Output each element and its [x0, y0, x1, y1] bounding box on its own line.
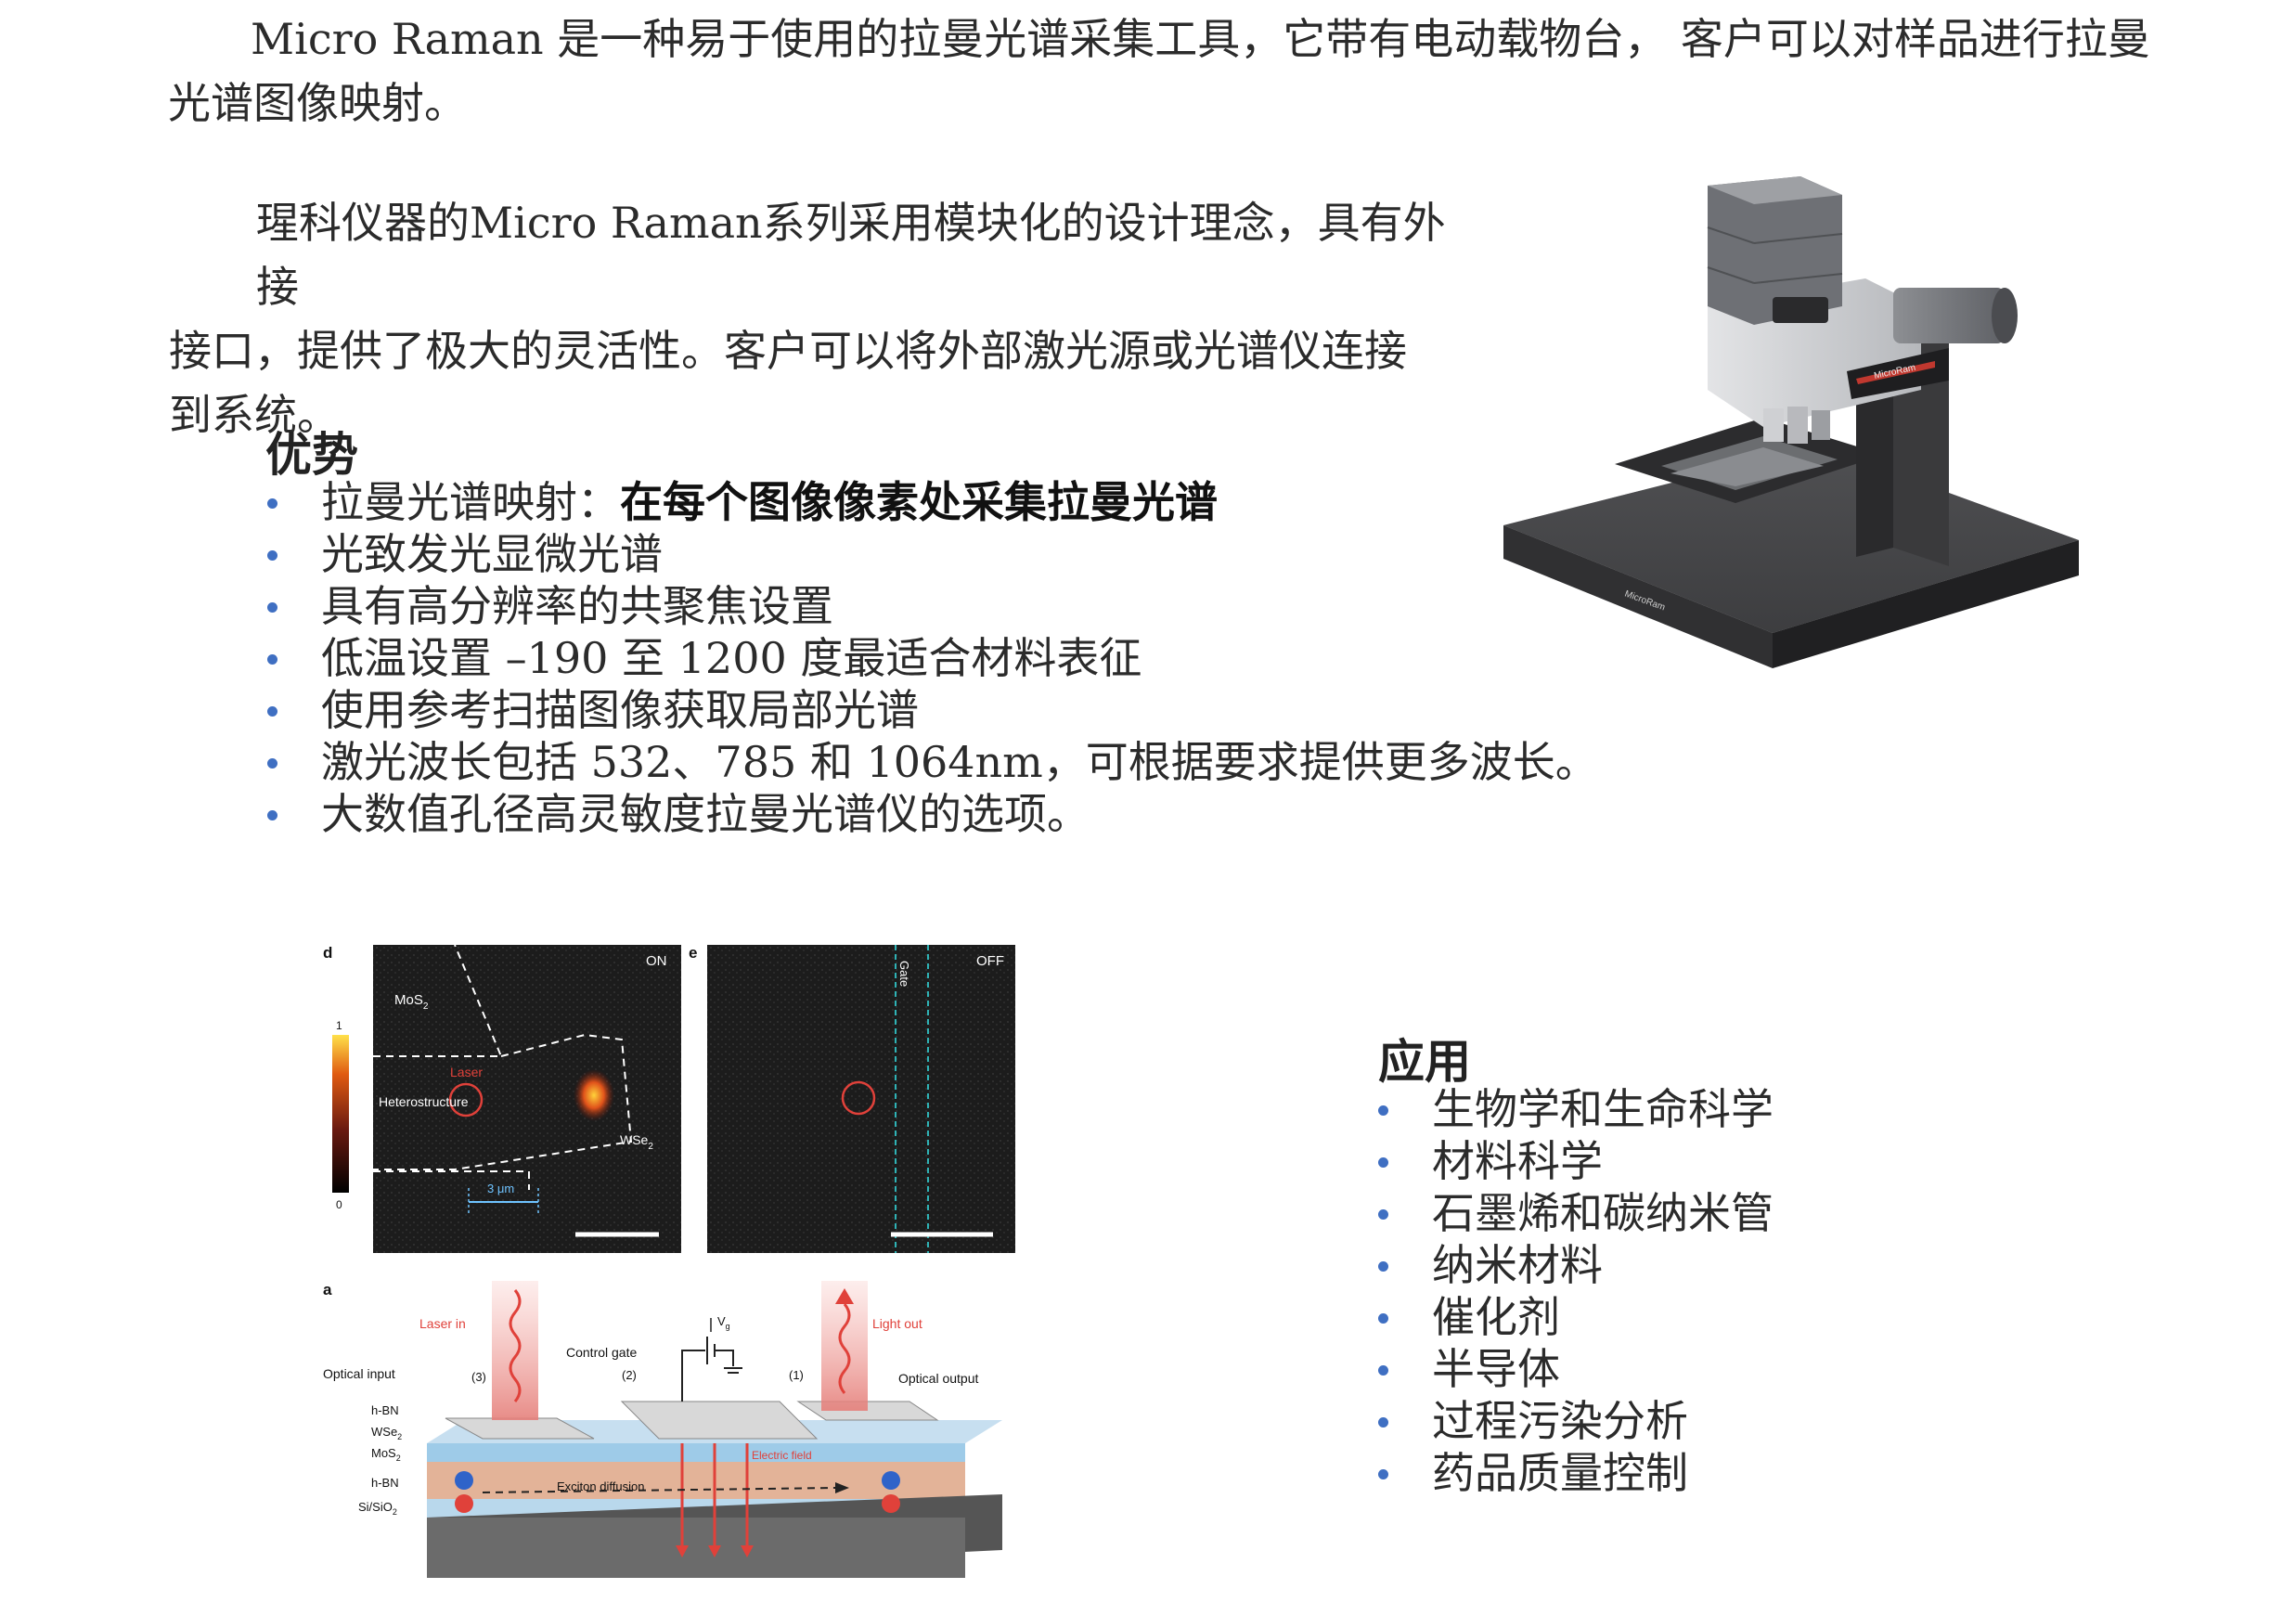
svg-text:h-BN: h-BN [371, 1476, 399, 1490]
advantage-item: 低温设置 –190 至 1200 度最适合材料表征 [267, 632, 1598, 684]
svg-text:ON: ON [646, 953, 667, 969]
svg-text:Electric field: Electric field [752, 1449, 812, 1462]
bullet-icon [1378, 1261, 1388, 1272]
svg-text:Laser in: Laser in [419, 1316, 466, 1331]
panel-e-label: e [689, 944, 697, 962]
advantage-item: 拉曼光谱映射：在每个图像像素处采集拉曼光谱 [267, 476, 1598, 528]
svg-text:Optical output: Optical output [898, 1371, 978, 1386]
applications-heading: 应用 [1378, 1034, 1471, 1089]
modular-line-1: 瑆科仪器的Micro Raman系列采用模块化的设计理念，具有外接 [256, 198, 1446, 312]
modular-paragraph: 瑆科仪器的Micro Raman系列采用模块化的设计理念，具有外接 接口，提供了… [169, 191, 1450, 447]
bullet-icon [267, 498, 277, 509]
advantages-list: 拉曼光谱映射：在每个图像像素处采集拉曼光谱 光致发光显微光谱 具有高分辨率的共聚… [267, 476, 1598, 840]
application-item: 材料科学 [1378, 1135, 1774, 1187]
intro-line-2: 光谱图像映射。 [168, 78, 467, 128]
bullet-icon [267, 706, 277, 717]
laser-spot-marker [448, 1082, 484, 1118]
bullet-icon [1378, 1105, 1388, 1116]
application-item: 石墨烯和碳纳米管 [1378, 1187, 1774, 1239]
intro-line-1: Micro Raman 是一种易于使用的拉曼光谱采集工具，它带有电动载物台， 客… [251, 14, 2150, 64]
svg-text:WSe2: WSe2 [371, 1425, 402, 1441]
svg-text:Optical input: Optical input [323, 1366, 395, 1381]
bullet-icon [267, 810, 277, 820]
bullet-icon [267, 758, 277, 769]
bullet-icon [1378, 1157, 1388, 1168]
applications-list: 生物学和生命科学 材料科学 石墨烯和碳纳米管 纳米材料 催化剂 半导体 过程污染… [1378, 1083, 1774, 1499]
svg-text:OFF: OFF [976, 953, 1004, 969]
micro-raman-product-image: MicroRam MicroRam [1503, 176, 2079, 668]
svg-text:Exciton diffusion: Exciton diffusion [557, 1479, 644, 1493]
advantage-item: 光致发光显微光谱 [267, 528, 1598, 580]
bullet-icon [267, 550, 277, 561]
svg-text:Control gate: Control gate [566, 1345, 637, 1360]
svg-text:Light out: Light out [872, 1316, 922, 1331]
advantage-item: 具有高分辨率的共聚焦设置 [267, 580, 1598, 632]
intro-paragraph: Micro Raman 是一种易于使用的拉曼光谱采集工具，它带有电动载物台， 客… [168, 7, 2173, 136]
panel-e-image [707, 945, 1015, 1253]
svg-text:(1): (1) [789, 1368, 804, 1382]
svg-text:Vg: Vg [717, 1314, 730, 1331]
colorbar [332, 1035, 349, 1193]
advantage-item: 激光波长包括 532、785 和 1064nm，可根据要求提供更多波长。 [267, 736, 1598, 788]
application-item: 催化剂 [1378, 1291, 1774, 1343]
panel-d-label: d [323, 944, 332, 962]
panel-a-label: a [323, 1281, 332, 1298]
application-item: 半导体 [1378, 1343, 1774, 1395]
modular-line-3: 到系统。 [169, 390, 340, 440]
bullet-icon [1378, 1209, 1388, 1220]
svg-text:h-BN: h-BN [371, 1403, 399, 1417]
pl-hotspot [574, 1069, 614, 1121]
bullet-icon [267, 602, 277, 613]
svg-text:Si/SiO2: Si/SiO2 [358, 1500, 397, 1517]
application-item: 纳米材料 [1378, 1239, 1774, 1291]
svg-text:MoS2: MoS2 [371, 1446, 401, 1463]
svg-text:0: 0 [336, 1198, 342, 1211]
modular-line-2: 接口，提供了极大的灵活性。客户可以将外部激光源或光谱仪连接 [169, 326, 1407, 376]
application-item: 生物学和生命科学 [1378, 1083, 1774, 1135]
svg-text:MoS2: MoS2 [394, 992, 429, 1012]
svg-text:(2): (2) [622, 1368, 637, 1382]
svg-text:1: 1 [336, 1019, 342, 1032]
application-item: 过程污染分析 [1378, 1395, 1774, 1447]
advantage-item: 使用参考扫描图像获取局部光谱 [267, 684, 1598, 736]
advantage-item: 大数值孔径高灵敏度拉曼光谱仪的选项。 [267, 788, 1598, 840]
bullet-icon [1378, 1469, 1388, 1479]
bullet-icon [1378, 1365, 1388, 1376]
application-item: 药品质量控制 [1378, 1447, 1774, 1499]
svg-text:(3): (3) [471, 1370, 486, 1384]
svg-text:Laser: Laser [450, 1065, 483, 1079]
svg-text:WSe2: WSe2 [620, 1132, 653, 1152]
bullet-icon [1378, 1417, 1388, 1428]
bullet-icon [1378, 1313, 1388, 1324]
raman-figure: d 1 0 ON MoS2 Laser Heterostructure WSe2… [323, 944, 1015, 1578]
laser-in-beam [492, 1281, 538, 1420]
svg-text:Heterostructure: Heterostructure [379, 1094, 469, 1109]
bullet-icon [267, 654, 277, 665]
advantages-heading: 优势 [265, 427, 358, 482]
svg-text:Gate: Gate [897, 961, 911, 987]
svg-text:3 μm: 3 μm [487, 1182, 514, 1195]
